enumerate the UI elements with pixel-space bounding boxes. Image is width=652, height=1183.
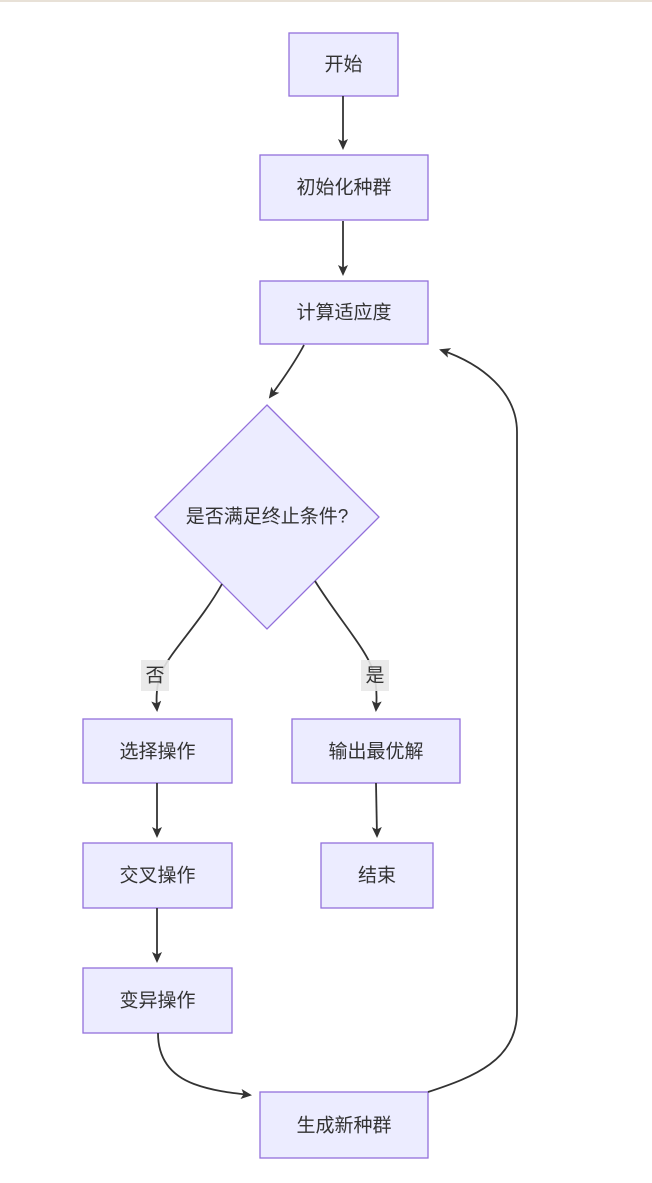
node-mutation-box: [82, 967, 233, 1034]
node-crossover: 交叉操作: [82, 842, 233, 909]
node-newpop-box: [259, 1091, 429, 1159]
node-start: 开始: [288, 32, 399, 97]
node-select-label: 选择操作: [119, 741, 195, 763]
node-output: 输出最优解: [291, 718, 461, 784]
node-condition-label: 是否满足终止条件?: [186, 506, 349, 528]
edge-label-yes-bg: [361, 660, 389, 691]
edge-newpop-to-fitness-loop: [427, 348, 518, 1093]
edge-condition-to-select: [151, 583, 223, 712]
node-select: 选择操作: [82, 718, 233, 784]
edge-mutation-to-newpop: [157, 1032, 252, 1099]
node-init-box: [259, 154, 429, 221]
edge-label-yes: 是: [361, 660, 389, 691]
edge-output-to-end: [371, 782, 382, 838]
node-end-label: 结束: [358, 865, 396, 887]
node-fitness-box: [259, 280, 429, 345]
node-end-box: [320, 842, 434, 909]
node-fitness: 计算适应度: [259, 280, 429, 345]
node-condition: 是否满足终止条件?: [154, 404, 380, 630]
edge-label-yes-text: 是: [365, 666, 384, 687]
node-start-label: 开始: [324, 54, 362, 76]
node-newpop-label: 生成新种群: [296, 1115, 391, 1137]
edges: [151, 96, 518, 1099]
node-end: 结束: [320, 842, 434, 909]
node-init: 初始化种群: [259, 154, 429, 221]
node-condition-diamond: [154, 404, 380, 630]
node-init-label: 初始化种群: [296, 177, 391, 199]
node-output-label: 输出最优解: [328, 741, 423, 763]
node-fitness-label: 计算适应度: [296, 302, 391, 324]
node-crossover-label: 交叉操作: [119, 865, 195, 887]
node-newpop: 生成新种群: [259, 1091, 429, 1159]
node-mutation: 变异操作: [82, 967, 233, 1034]
page-top-border: [0, 0, 652, 2]
edge-label-no-bg: [141, 660, 169, 691]
edge-fitness-to-condition: [268, 344, 305, 399]
edge-label-no: 否: [141, 660, 169, 691]
edge-label-no-text: 否: [145, 666, 164, 687]
node-mutation-label: 变异操作: [119, 990, 195, 1012]
